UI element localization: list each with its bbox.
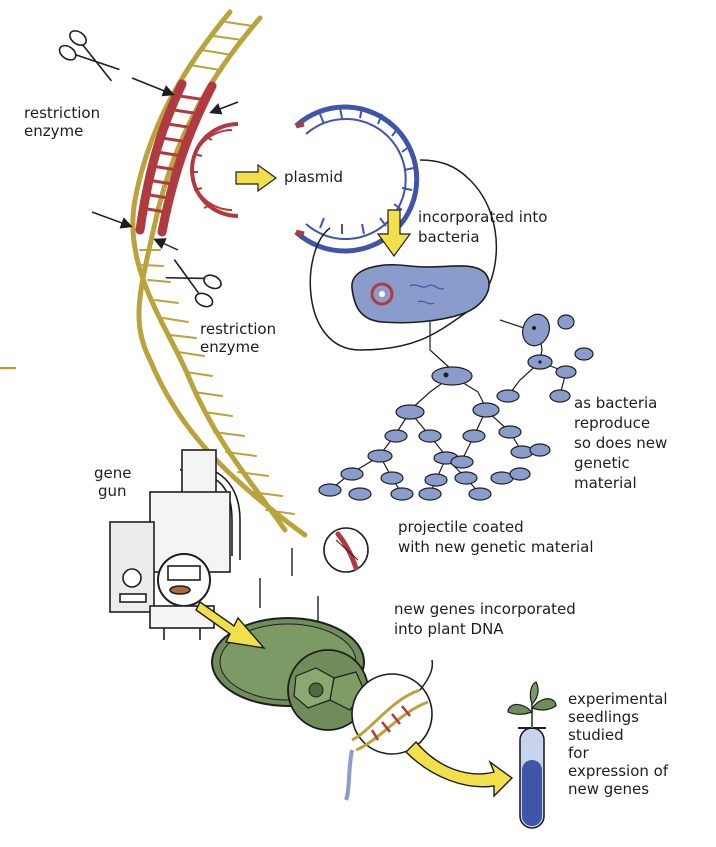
svg-text:gun: gun: [98, 482, 127, 500]
svg-text:studied: studied: [568, 726, 624, 744]
label-restriction-enzyme-bottom: restriction enzyme: [200, 320, 276, 356]
label-gene-gun: gene gun: [94, 464, 132, 500]
svg-text:so does new: so does new: [574, 434, 667, 452]
test-tube-icon: [518, 728, 546, 828]
label-plasmid: plasmid: [284, 168, 343, 186]
svg-text:reproduce: reproduce: [574, 414, 650, 432]
label-projectile: projectile coated with new genetic mater…: [398, 518, 594, 556]
label-new-genes: new genes incorporated into plant DNA: [394, 600, 576, 638]
svg-text:with new genetic material: with new genetic material: [398, 538, 594, 556]
cut-arrow-bottom: [92, 212, 130, 226]
projectile-paths: [260, 548, 318, 624]
arrow-to-plasmid: [236, 165, 276, 191]
arrow-to-test-tube: [406, 742, 512, 796]
svg-text:restriction: restriction: [200, 320, 276, 338]
seedling-icon: [508, 682, 556, 728]
svg-text:for: for: [568, 744, 589, 762]
cut-arrow-top-right: [212, 102, 238, 112]
scissors-icon: [57, 28, 124, 88]
svg-text:new genes incorporated: new genes incorporated: [394, 600, 576, 618]
label-incorporated-into-bacteria: incorporated into bacteria: [418, 208, 547, 246]
svg-text:bacteria: bacteria: [418, 228, 480, 246]
svg-text:enzyme: enzyme: [200, 338, 259, 356]
svg-text:expression of: expression of: [568, 762, 669, 780]
dna-fragment: [190, 124, 238, 216]
label-seedlings: experimental seedlings studied for expre…: [568, 690, 669, 798]
projectile-icon: [324, 528, 368, 572]
svg-text:genetic: genetic: [574, 454, 630, 472]
svg-text:experimental: experimental: [568, 690, 668, 708]
svg-text:projectile coated: projectile coated: [398, 518, 524, 536]
svg-text:gene: gene: [94, 464, 132, 482]
label-restriction-enzyme-top: restriction enzyme: [24, 104, 100, 140]
cut-arrow-bottom-right: [156, 240, 178, 250]
svg-text:new genes: new genes: [568, 780, 649, 798]
dna-helix: [133, 12, 305, 535]
cut-arrow-top: [132, 78, 172, 94]
svg-text:enzyme: enzyme: [24, 122, 83, 140]
label-bacteria-reproduce: as bacteria reproduce so does new geneti…: [574, 394, 667, 492]
bacteria-colony: [319, 311, 593, 500]
svg-text:incorporated into: incorporated into: [418, 208, 547, 226]
svg-text:material: material: [574, 474, 637, 492]
svg-text:as bacteria: as bacteria: [574, 394, 657, 412]
bacterium: [352, 265, 489, 323]
svg-text:seedlings: seedlings: [568, 708, 639, 726]
svg-text:into plant DNA: into plant DNA: [394, 620, 504, 638]
svg-text:restriction: restriction: [24, 104, 100, 122]
